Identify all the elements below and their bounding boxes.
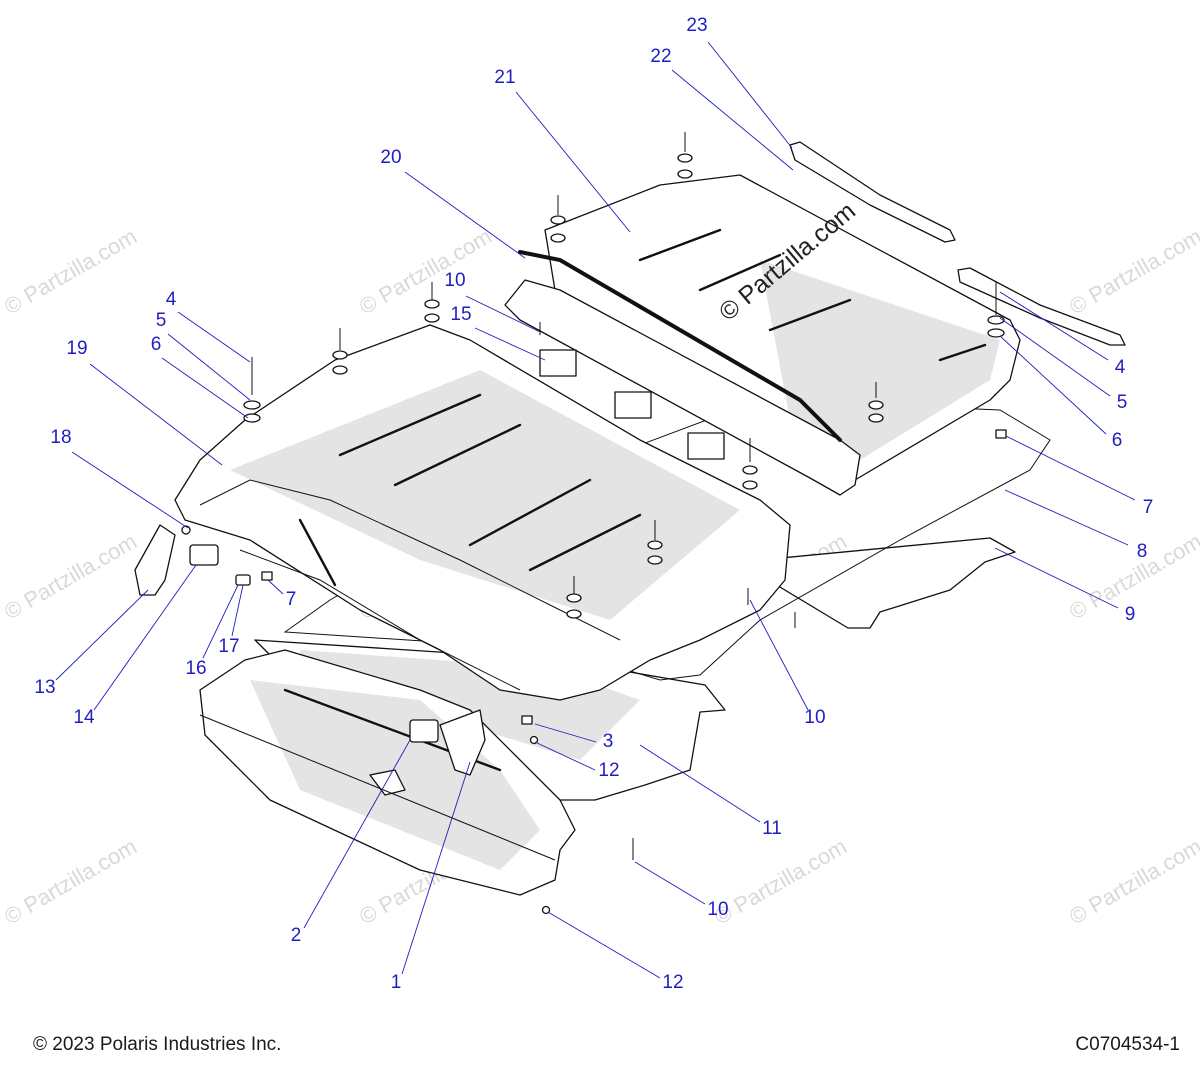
callout-label: 12 [662, 972, 683, 993]
mount-block-right [409, 719, 439, 743]
callout-label: 8 [1137, 541, 1148, 562]
callout-label: 1 [391, 972, 402, 993]
callout-label: 10 [444, 270, 465, 291]
fasteners [181, 132, 1007, 915]
leader-line [634, 861, 706, 905]
dome-light-box [614, 391, 652, 419]
callout-label: 10 [707, 899, 728, 920]
leader-line [999, 291, 1109, 361]
roof-support-bar [504, 279, 861, 496]
roof-seal-strip [518, 250, 842, 442]
leader-line [639, 744, 761, 823]
rear-spoiler-bracket-lower [957, 267, 1126, 346]
callout-label: 20 [380, 147, 401, 168]
watermark: © Partzilla.com [1065, 224, 1200, 320]
leader-line [303, 739, 411, 929]
callout-label: 2 [291, 925, 302, 946]
leader-line [89, 363, 223, 466]
leader-line [474, 327, 546, 361]
front-bracket-right [439, 709, 486, 776]
callout-label: 19 [66, 338, 87, 359]
leader-line [401, 761, 471, 975]
leader-line [161, 357, 249, 419]
callout-label: 9 [1125, 604, 1136, 625]
callout-label: 6 [1112, 430, 1123, 451]
leader-line [707, 41, 793, 149]
leader-line [547, 911, 661, 979]
leader-line [167, 333, 251, 401]
callout-label: 11 [762, 818, 782, 839]
watermark: © Partzilla.com [0, 834, 141, 930]
diagram-code: C0704534-1 [1075, 1034, 1180, 1055]
callout-label: 3 [603, 731, 614, 752]
leader-line [1004, 489, 1129, 546]
callout-label: 5 [1117, 392, 1128, 413]
callout-label: 23 [686, 15, 707, 36]
leader-line [71, 451, 189, 529]
leader-line [177, 311, 251, 363]
leader-line [55, 589, 149, 681]
front-bracket-left [134, 524, 176, 596]
leader-line [465, 295, 541, 333]
callout-label: 13 [34, 677, 55, 698]
leader-line [515, 91, 631, 233]
callout-label: 16 [185, 658, 206, 679]
leader-line [1005, 435, 1136, 501]
leader-line [534, 723, 597, 743]
watermark: © Partzilla.com [0, 224, 141, 320]
leader-line [267, 579, 284, 595]
callout-label: 18 [50, 427, 71, 448]
leader-line [534, 741, 596, 771]
rear-headliner-panel [759, 537, 1016, 629]
leader-line [202, 584, 239, 659]
watermark: © Partzilla.com [710, 834, 851, 930]
callout-label: 14 [73, 707, 95, 728]
watermark: © Partzilla.com [1065, 834, 1200, 930]
leader-line [999, 317, 1111, 397]
leader-line [231, 584, 244, 637]
leader-line [404, 171, 526, 259]
callout-label: 5 [156, 310, 167, 331]
watermark: © Partzilla.com [0, 529, 141, 625]
callout-label: 12 [598, 760, 619, 781]
callout-label: 17 [218, 636, 239, 657]
dome-light-box [687, 432, 725, 460]
callout-label: 15 [450, 304, 471, 325]
callout-label: 6 [151, 334, 162, 355]
dome-light-box [539, 349, 577, 377]
leader-line [671, 69, 794, 171]
mount-block-left [189, 544, 219, 566]
callout-label: 10 [804, 707, 825, 728]
leader-line [994, 547, 1119, 609]
copyright-text: © 2023 Polaris Industries Inc. [33, 1034, 282, 1055]
leader-line [93, 564, 197, 711]
leader-line [749, 599, 809, 711]
callout-label: 22 [650, 46, 671, 67]
callout-label: 21 [494, 67, 515, 88]
callout-label: 4 [166, 289, 177, 310]
callout-label: 7 [1143, 497, 1154, 518]
leader-lines [55, 41, 1136, 979]
callout-label: 4 [1115, 357, 1126, 378]
callout-label: 7 [286, 589, 297, 610]
rear-spoiler-bracket-upper [789, 141, 956, 243]
leader-line [999, 335, 1107, 435]
